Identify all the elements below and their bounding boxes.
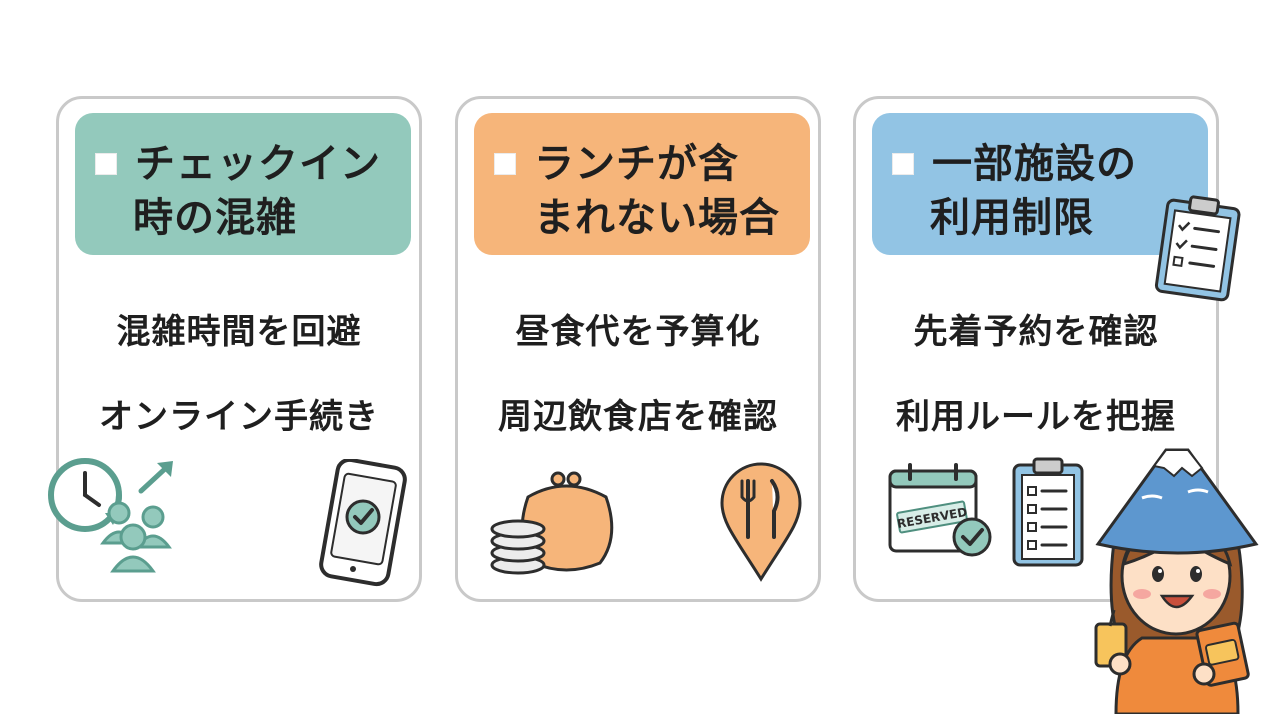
card-title-line1: チェックイン — [135, 141, 381, 187]
card-facility-restrictions: 一部施設の 利用制限 先着予約を確認 利用ルールを把握 RESERVED — [853, 96, 1219, 602]
card-title-line2: 時の混雑 — [133, 195, 297, 241]
bullet-square-icon — [494, 153, 516, 175]
tip-item: 昼食代を予算化 — [515, 312, 761, 352]
coin-purse-icon — [490, 471, 614, 575]
card-title-line1: ランチが含 — [534, 141, 739, 187]
fuji-hat-girl-icon — [1094, 448, 1259, 714]
card-title-line2: 利用制限 — [930, 195, 1094, 241]
tip-item: 周辺飲食店を確認 — [498, 397, 778, 437]
restaurant-pin-icon — [720, 462, 802, 582]
clock-crowd-icon — [48, 458, 173, 573]
reserved-calendar-icon: RESERVED — [888, 463, 992, 557]
bullet-square-icon — [95, 153, 117, 175]
card-lunch-not-included: ランチが含 まれない場合 昼食代を予算化 周辺飲食店を確認 — [455, 96, 821, 602]
card-checkin-crowding: チェックイン 時の混雑 混雑時間を回避 オンライン手続き — [48, 96, 422, 602]
tip-item: 混雑時間を回避 — [116, 312, 362, 352]
bullet-square-icon — [892, 153, 914, 175]
card-title-line1: 一部施設の — [932, 141, 1137, 187]
tip-item: オンライン手続き — [99, 397, 379, 437]
card-header: 一部施設の 利用制限 — [872, 113, 1208, 255]
card-header: チェックイン 時の混雑 — [75, 113, 411, 255]
tip-item: 先着予約を確認 — [913, 312, 1159, 352]
clipboard-checklist-icon — [1012, 457, 1084, 567]
tip-item: 利用ルールを把握 — [896, 397, 1176, 437]
card-header: ランチが含 まれない場合 — [474, 113, 810, 255]
clipboard-checklist-icon — [1154, 195, 1241, 302]
card-title-line2: まれない場合 — [534, 195, 780, 241]
smartphone-check-icon — [319, 459, 407, 587]
